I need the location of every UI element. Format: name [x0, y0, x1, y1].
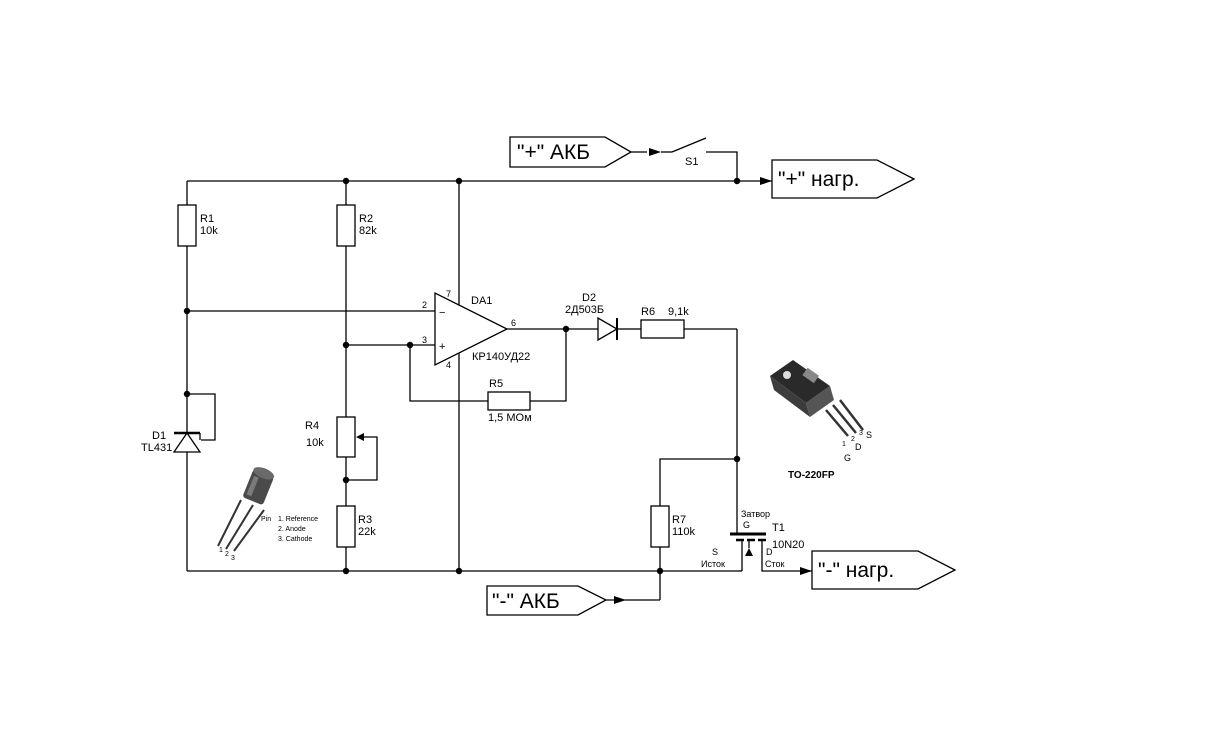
- pin-7: 7: [446, 289, 451, 299]
- to220-package-illustration: 1 2 3 G D S TO-220FP: [770, 360, 872, 481]
- to220-pin-s: S: [866, 430, 872, 440]
- to92-pin-title: Pin: [261, 516, 271, 523]
- connector-bat-minus-label: "-" АКБ: [492, 590, 560, 613]
- to92-pin-2: 2. Anode: [278, 526, 306, 533]
- r2-value: 82k: [359, 225, 377, 237]
- r1-ref: R1: [200, 213, 214, 225]
- da1-ref: DA1: [471, 295, 492, 307]
- arrow-load-plus: [760, 177, 772, 185]
- t1-gate-pin: G: [743, 520, 750, 530]
- resistor-r2: R2 82k: [336, 204, 377, 247]
- pin-2: 2: [422, 300, 427, 310]
- opamp-plus-sign: +: [439, 341, 445, 353]
- to220-package-name: TO-220FP: [788, 470, 835, 481]
- to220-leg-1: 1: [842, 441, 846, 448]
- connector-bat-minus: "-" АКБ: [486, 585, 608, 616]
- d1-ref: D1: [152, 430, 166, 442]
- opamp-da1: − + 2 3 7 4 6 DA1 КР140УД22: [422, 289, 530, 370]
- t1-value: 10N20: [772, 539, 804, 551]
- arrow-s1-input: [649, 148, 661, 156]
- resistor-r6: R6 9,1k: [640, 306, 689, 339]
- s1-ref: S1: [685, 156, 698, 168]
- r6-value: 9,1k: [668, 306, 689, 318]
- pin-3: 3: [422, 335, 427, 345]
- resistor-r5: R5 1,5 МОм: [487, 378, 532, 424]
- diode-d2: D2 2Д503Б: [565, 292, 627, 342]
- r5-value: 1,5 МОм: [488, 412, 532, 424]
- junction-dots: [183, 177, 741, 575]
- r3-value: 22k: [358, 526, 376, 538]
- arrows: [614, 148, 812, 604]
- t1-drain-pin: D: [766, 547, 773, 557]
- arrow-load-minus: [800, 567, 812, 575]
- switch-s1: S1: [671, 137, 707, 168]
- r4-value: 10k: [306, 437, 324, 449]
- resistor-r3: R3 22k: [336, 505, 376, 548]
- t1-source-pin: S: [712, 547, 718, 557]
- connector-bat-plus-label: "+" АКБ: [517, 141, 590, 164]
- connector-load-plus-label: "+" нагр.: [778, 168, 859, 191]
- to92-leg-1: 1: [219, 547, 223, 554]
- r5-ref: R5: [489, 378, 503, 390]
- to220-pin-d: D: [855, 442, 862, 452]
- d2-ref: D2: [582, 292, 596, 304]
- to220-leg-3: 3: [859, 430, 863, 437]
- connector-bat-plus: "+" АКБ: [509, 136, 633, 168]
- pin-4: 4: [446, 360, 451, 370]
- pin-6: 6: [511, 318, 516, 328]
- t1-source-name: Исток: [701, 559, 725, 569]
- r7-value: 110k: [672, 526, 696, 538]
- r1-value: 10k: [200, 225, 218, 237]
- t1-gate-name: Затвор: [741, 509, 770, 519]
- wires: [186, 151, 812, 601]
- r2-ref: R2: [359, 213, 373, 225]
- resistor-r4: R4 10k: [305, 416, 364, 458]
- connector-load-minus: "-" нагр.: [811, 550, 957, 590]
- r6-ref: R6: [641, 306, 655, 318]
- to92-pin-1: 1. Reference: [278, 516, 318, 523]
- r4-ref: R4: [305, 420, 319, 432]
- to220-leg-2: 2: [851, 436, 855, 443]
- resistor-r1: R1 10k: [177, 204, 218, 247]
- connector-load-minus-label: "-" нагр.: [818, 559, 894, 582]
- to220-pin-g: G: [844, 453, 851, 463]
- r3-ref: R3: [358, 514, 372, 526]
- to92-leg-2: 2: [225, 551, 229, 558]
- mosfet-t1: Затвор G T1 10N20 S Исток D Сток: [701, 509, 804, 572]
- connector-load-plus: "+" нагр.: [771, 159, 916, 199]
- d1-value: TL431: [141, 442, 172, 454]
- d2-value: 2Д503Б: [565, 304, 604, 316]
- opamp-minus-sign: −: [439, 307, 445, 319]
- r7-ref: R7: [672, 514, 686, 526]
- resistor-r7: R7 110k: [650, 505, 696, 548]
- to92-leg-3: 3: [231, 555, 235, 562]
- regulator-d1: D1 TL431: [141, 430, 202, 454]
- arrow-bat-minus: [614, 596, 626, 604]
- t1-ref: T1: [772, 522, 785, 534]
- to92-package-illustration: 1 2 3 Pin 1. Reference 2. Anode 3. Catho…: [217, 467, 318, 562]
- da1-value: КР140УД22: [472, 351, 530, 363]
- to92-pin-3: 3. Cathode: [278, 536, 312, 543]
- t1-drain-name: Сток: [765, 559, 785, 569]
